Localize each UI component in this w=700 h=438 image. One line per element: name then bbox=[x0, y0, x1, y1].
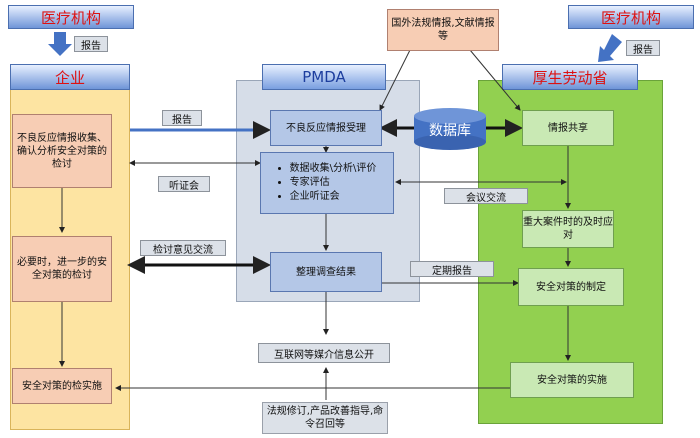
periodic-report-label: 定期报告 bbox=[410, 261, 494, 277]
adverse-reaction-receipt-box: 不良反应情报受理 bbox=[270, 110, 382, 146]
hearing-label: 听证会 bbox=[158, 176, 210, 192]
report-label-mid: 报告 bbox=[162, 110, 202, 126]
further-safety-review-box: 必要时，进一步的安全对策的检讨 bbox=[12, 236, 112, 302]
analysis-item: 数据收集\分析\评价 bbox=[290, 162, 377, 176]
safety-implementation-box: 安全对策的实施 bbox=[510, 362, 634, 398]
analysis-item: 专家评估 bbox=[290, 176, 377, 190]
database-label: 数据库 bbox=[429, 123, 471, 139]
enterprise-header: 企业 bbox=[10, 64, 130, 90]
report-label-right: 报告 bbox=[626, 40, 660, 56]
database-cylinder: 数据库 bbox=[414, 108, 486, 150]
medical-institution-header-left: 医疗机构 bbox=[8, 5, 134, 29]
foreign-info-box: 国外法规情报,文献情报等 bbox=[387, 9, 499, 51]
meeting-label: 会议交流 bbox=[444, 188, 528, 204]
adverse-reaction-review-box: 不良反应情报收集、确认分析安全对策的检讨 bbox=[12, 114, 112, 188]
regulation-box: 法规修订,产品改善指导,命令召回等 bbox=[262, 402, 388, 434]
report-label-left: 报告 bbox=[74, 36, 108, 52]
enterprise-implementation-box: 安全对策的检实施 bbox=[12, 368, 112, 404]
info-sharing-box: 情报共享 bbox=[522, 110, 614, 146]
internet-disclosure-box: 互联网等媒介信息公开 bbox=[258, 343, 390, 363]
analysis-item: 企业听证会 bbox=[290, 190, 377, 204]
data-analysis-box: 数据收集\分析\评价 专家评估 企业听证会 bbox=[260, 152, 394, 214]
organize-results-box: 整理调查结果 bbox=[270, 252, 382, 292]
safety-formulation-box: 安全对策的制定 bbox=[518, 268, 624, 306]
review-exchange-label: 检讨意见交流 bbox=[140, 240, 226, 256]
major-case-response-box: 重大案件时的及时应对 bbox=[522, 210, 614, 248]
medical-institution-header-right: 医疗机构 bbox=[568, 5, 694, 29]
pmda-header: PMDA bbox=[262, 64, 386, 90]
analysis-list: 数据收集\分析\评价 专家评估 企业听证会 bbox=[278, 162, 377, 204]
mhlw-header: 厚生劳动省 bbox=[502, 64, 638, 90]
